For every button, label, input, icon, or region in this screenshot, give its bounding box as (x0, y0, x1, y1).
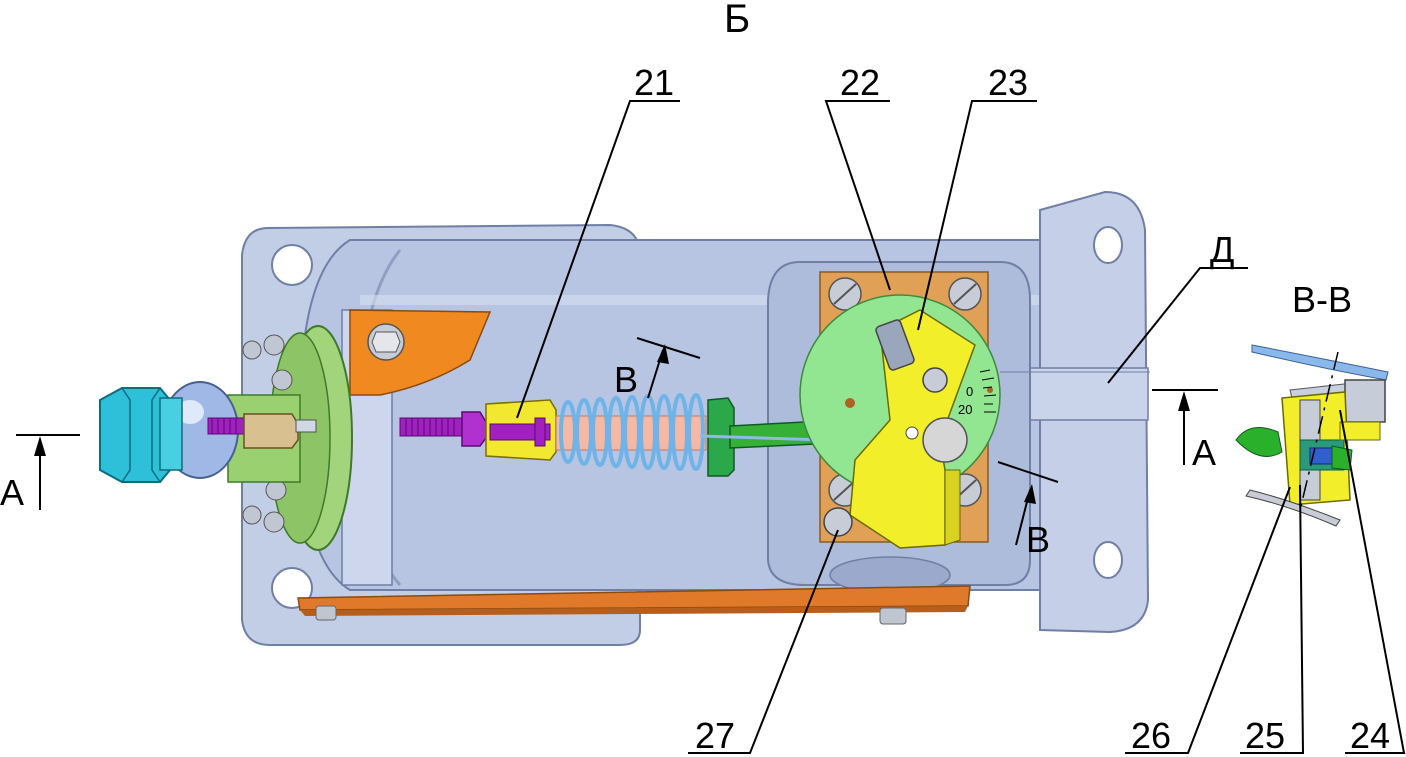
callout-27: 27 (695, 715, 735, 756)
stop-pin (823, 507, 853, 537)
callout-26: 26 (1131, 715, 1171, 756)
marker-d: Д (1210, 229, 1234, 270)
leader-22 (824, 100, 891, 291)
dial-label-20: 20 (958, 402, 972, 417)
leader-26 (1125, 486, 1291, 754)
spring (559, 393, 705, 471)
view-title: Б (724, 0, 750, 41)
leader-25 (1240, 484, 1305, 754)
mount-hole (271, 244, 313, 286)
leader-d (1107, 267, 1248, 384)
section-a-left: А (0, 472, 24, 513)
callout-21: 21 (634, 62, 674, 103)
callout-23: 23 (988, 62, 1028, 103)
leader-23 (917, 100, 1037, 331)
callout-24: 24 (1350, 715, 1390, 756)
section-b-bottom: В (1026, 519, 1050, 560)
section-a-right: А (1192, 432, 1216, 473)
leader-21 (516, 100, 680, 419)
section-b-top: В (614, 359, 638, 400)
roller (922, 417, 968, 463)
leader-24 (1339, 409, 1406, 754)
leader-27 (688, 529, 839, 754)
cap-nut (99, 387, 183, 483)
section-detail (1235, 344, 1389, 527)
section-title: В-В (1292, 279, 1352, 320)
callout-22: 22 (840, 62, 880, 103)
dial-label-0: 0 (966, 384, 973, 399)
callout-25: 25 (1245, 715, 1285, 756)
